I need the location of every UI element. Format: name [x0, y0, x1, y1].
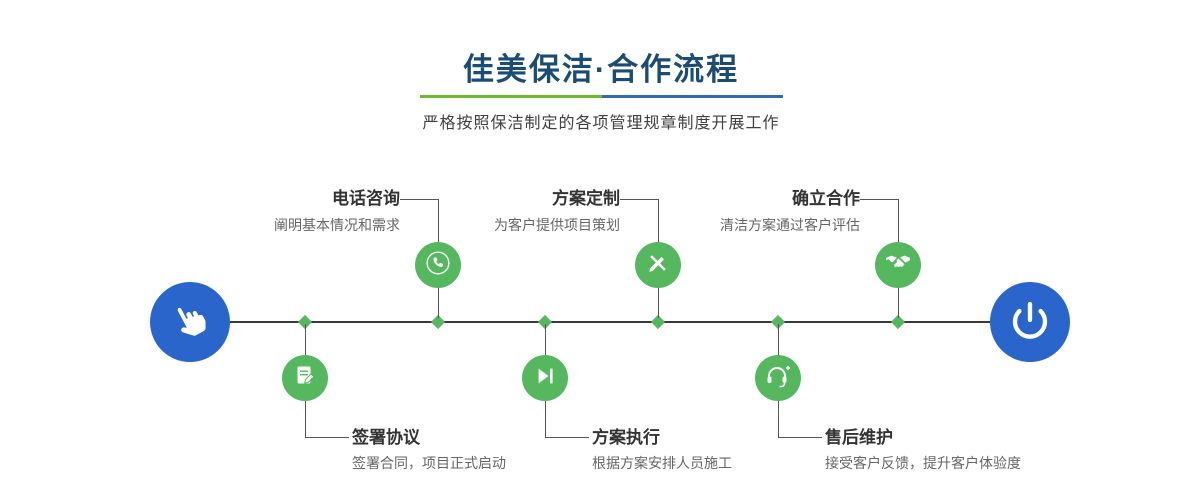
step-title: 售后维护 — [825, 428, 893, 447]
connector — [305, 437, 349, 438]
step-desc: 接受客户反馈，提升客户体验度 — [825, 455, 1021, 471]
timeline-end-node — [990, 282, 1070, 362]
step-desc: 签署合同，项目正式启动 — [352, 455, 506, 471]
connector — [658, 199, 659, 243]
step-icon-circle — [875, 242, 921, 288]
handshake-icon — [885, 250, 911, 281]
step-desc: 阐明基本情况和需求 — [274, 217, 400, 233]
hand-pointer-icon — [160, 291, 219, 352]
divider-blue-segment — [601, 95, 783, 98]
phone-icon — [425, 250, 451, 281]
step-desc: 根据方案安排人员施工 — [592, 455, 732, 471]
connector — [860, 199, 898, 200]
page-title: 佳美保洁·合作流程 — [462, 52, 740, 87]
connector — [778, 324, 779, 356]
contract-pen-icon — [293, 364, 317, 393]
step-desc: 为客户提供项目策划 — [494, 217, 620, 233]
connector — [778, 401, 779, 437]
timeline-start-node — [150, 282, 230, 362]
step-icon-circle — [415, 242, 461, 288]
connector — [898, 199, 899, 243]
step-icon-circle — [755, 355, 801, 401]
step-title: 方案定制 — [552, 189, 620, 208]
step-icon-circle — [635, 242, 681, 288]
step-desc: 清洁方案通过客户评估 — [720, 217, 860, 233]
title-divider — [420, 95, 783, 98]
step-title: 电话咨询 — [332, 189, 400, 208]
step-title: 方案执行 — [592, 428, 660, 447]
connector — [305, 324, 306, 356]
connector — [545, 324, 546, 356]
connector — [778, 437, 822, 438]
connector — [438, 288, 439, 318]
connector — [438, 199, 439, 243]
design-tools-icon — [646, 251, 670, 280]
connector — [620, 199, 658, 200]
connector — [898, 288, 899, 318]
step-title: 确立合作 — [792, 189, 860, 208]
headset-plus-icon — [765, 364, 791, 393]
connector — [400, 199, 438, 200]
divider-green-segment — [420, 95, 602, 98]
connector — [658, 288, 659, 318]
step-icon-circle — [282, 355, 328, 401]
connector — [545, 437, 589, 438]
page-subtitle: 严格按照保洁制定的各项管理规章制度开展工作 — [422, 115, 780, 132]
step-icon-circle — [522, 355, 568, 401]
timeline-line — [230, 321, 990, 323]
connector — [545, 401, 546, 437]
connector — [305, 401, 306, 437]
play-icon — [534, 365, 556, 392]
step-title: 签署协议 — [352, 428, 420, 447]
power-icon — [1010, 300, 1050, 345]
